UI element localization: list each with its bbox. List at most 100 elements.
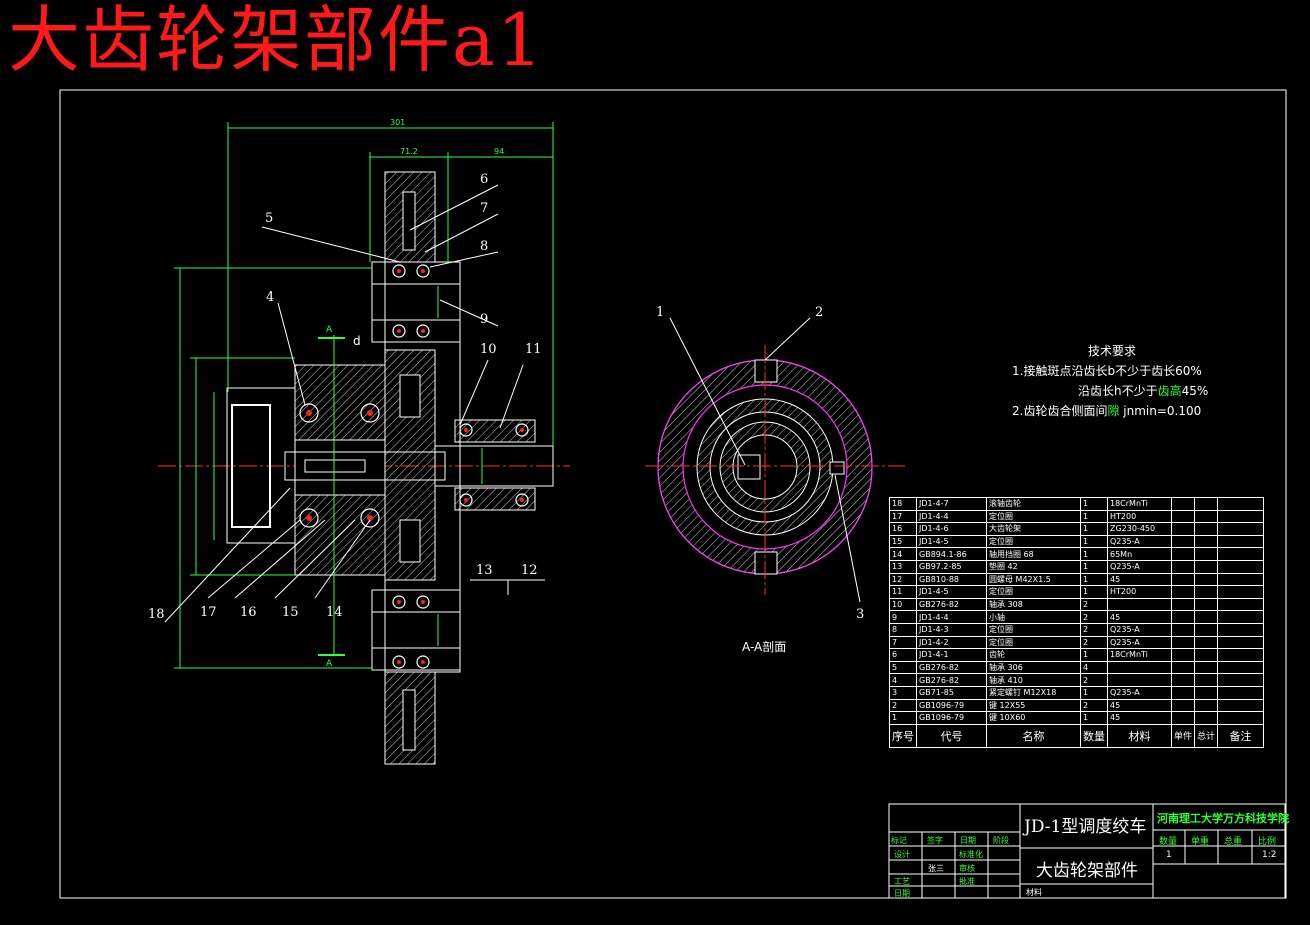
bom-cell-qty: 1 <box>1080 685 1108 700</box>
bom-cell-code: JD1-4-3 <box>916 622 987 637</box>
leader-label: 11 <box>525 342 542 357</box>
bom-cell-name: 定位圈 <box>986 622 1081 637</box>
leader-label: 1 <box>656 305 664 320</box>
bom-cell-unit <box>1170 622 1196 637</box>
leader-label: 9 <box>480 312 488 327</box>
leader-label: 16 <box>240 605 257 620</box>
bom-cell-code: JD1-4-2 <box>916 635 987 650</box>
upper-pin-shaft <box>371 283 461 321</box>
ball-core <box>421 600 425 604</box>
bom-cell-qty: 2 <box>1080 698 1108 713</box>
tech-line-3: 2.齿轮齿合侧面间隙 jnmin=0.100 <box>1012 402 1201 419</box>
bom-cell-mat <box>1107 673 1172 687</box>
bom-cell-mat: 45 <box>1107 698 1172 713</box>
bom-cell-remark <box>1217 635 1265 650</box>
tb-standardize: 标准化 <box>959 850 983 859</box>
leader-label: 13 <box>476 563 493 578</box>
ball-core <box>397 269 401 273</box>
bom-cell-total <box>1194 711 1219 725</box>
bom-cell-unit <box>1170 648 1196 662</box>
bom-cell-name: 滚轴齿轮 <box>986 497 1081 511</box>
bom-cell-qty: 1 <box>1080 534 1108 549</box>
bom-header-qty: 数量 <box>1080 723 1108 748</box>
bom-cell-name: 定位圈 <box>986 534 1081 549</box>
bom-cell-unit <box>1170 522 1196 536</box>
bom-cell-code: JD1-4-1 <box>916 648 987 662</box>
bom-cell-mat: 18CrMnTi <box>1107 648 1172 662</box>
col-scale: 比例 <box>1258 837 1277 847</box>
section-mark-top: A <box>326 325 333 335</box>
leader-line <box>499 364 524 429</box>
bom-cell-qty: 1 <box>1080 585 1108 599</box>
bom-cell-code: GB97.2-85 <box>916 559 987 574</box>
bom-cell-mat: Q235-A <box>1107 635 1172 650</box>
bom-cell-no: 3 <box>889 685 917 700</box>
bom-cell-remark <box>1217 547 1265 561</box>
bom-cell-name: 轴承 410 <box>986 673 1081 687</box>
bearing-ball <box>459 423 473 437</box>
leader-label: 18 <box>148 607 165 622</box>
bom-cell-mat <box>1107 660 1172 675</box>
leader-line <box>459 359 489 426</box>
bom-cell-unit <box>1170 698 1196 713</box>
leader-label: 6 <box>480 172 488 187</box>
bom-cell-unit <box>1170 635 1196 650</box>
leader-line <box>669 317 746 466</box>
bearing-ball <box>299 508 319 528</box>
bearing-ball <box>459 493 473 507</box>
bom-cell-total <box>1194 509 1219 524</box>
bom-header-code: 代号 <box>916 723 987 748</box>
bom-cell-qty: 1 <box>1080 547 1108 561</box>
gear-hub-void2 <box>399 519 421 563</box>
bom-cell-total <box>1194 585 1219 599</box>
bom-cell-name: 轴承 306 <box>986 660 1081 675</box>
aa-key <box>737 454 761 480</box>
bom-cell-mat <box>1107 597 1172 612</box>
bom-cell-remark <box>1217 522 1265 536</box>
bom-cell-code: GB71-85 <box>916 685 987 700</box>
bom-cell-qty: 1 <box>1080 522 1108 536</box>
bom-cell-remark <box>1217 585 1265 599</box>
bom-cell-mat: HT200 <box>1107 585 1172 599</box>
bom-cell-code: GB1096-79 <box>916 711 987 725</box>
bearing-ball <box>416 324 430 338</box>
bom-cell-name: 轴承 308 <box>986 597 1081 612</box>
leader-line <box>429 251 499 268</box>
tech-line-1: 1.接触斑点沿齿长b不少于齿长60% <box>1012 364 1202 378</box>
leader-label: 14 <box>326 605 343 620</box>
bom-cell-total <box>1194 698 1219 713</box>
bom-cell-qty: 2 <box>1080 610 1108 624</box>
bom-cell-unit <box>1170 660 1196 675</box>
leader-label: 2 <box>815 305 823 320</box>
tech-line-2: 沿齿长h不少于齿高45% <box>1078 382 1208 399</box>
scale-value: 1:2 <box>1262 850 1277 860</box>
bom-cell-remark <box>1217 572 1265 587</box>
bom-cell-unit <box>1170 610 1196 624</box>
bom-cell-no: 2 <box>889 698 917 713</box>
bom-header-mat: 材料 <box>1107 723 1172 748</box>
bom-cell-unit <box>1170 547 1196 561</box>
dim-overall-text: 301 <box>390 118 405 127</box>
main-section-view: 301 71.2 94 d A A <box>158 118 570 765</box>
bom-cell-no: 14 <box>889 547 917 561</box>
bearing-ball <box>360 403 380 423</box>
machine-name: JD-1型调度绞车 <box>1024 817 1147 837</box>
leader-line <box>207 519 301 599</box>
bom-cell-no: 4 <box>889 673 917 687</box>
dim-d-text: d <box>353 334 361 348</box>
bom-cell-qty: 1 <box>1080 559 1108 574</box>
bom-cell-mat: Q235-A <box>1107 559 1172 574</box>
bom-cell-total <box>1194 635 1219 650</box>
bom-cell-qty: 2 <box>1080 673 1108 687</box>
shaft-left <box>284 451 446 481</box>
bom-cell-qty: 2 <box>1080 622 1108 637</box>
bearing-ball <box>416 264 430 278</box>
bom-cell-code: JD1-4-5 <box>916 534 987 549</box>
